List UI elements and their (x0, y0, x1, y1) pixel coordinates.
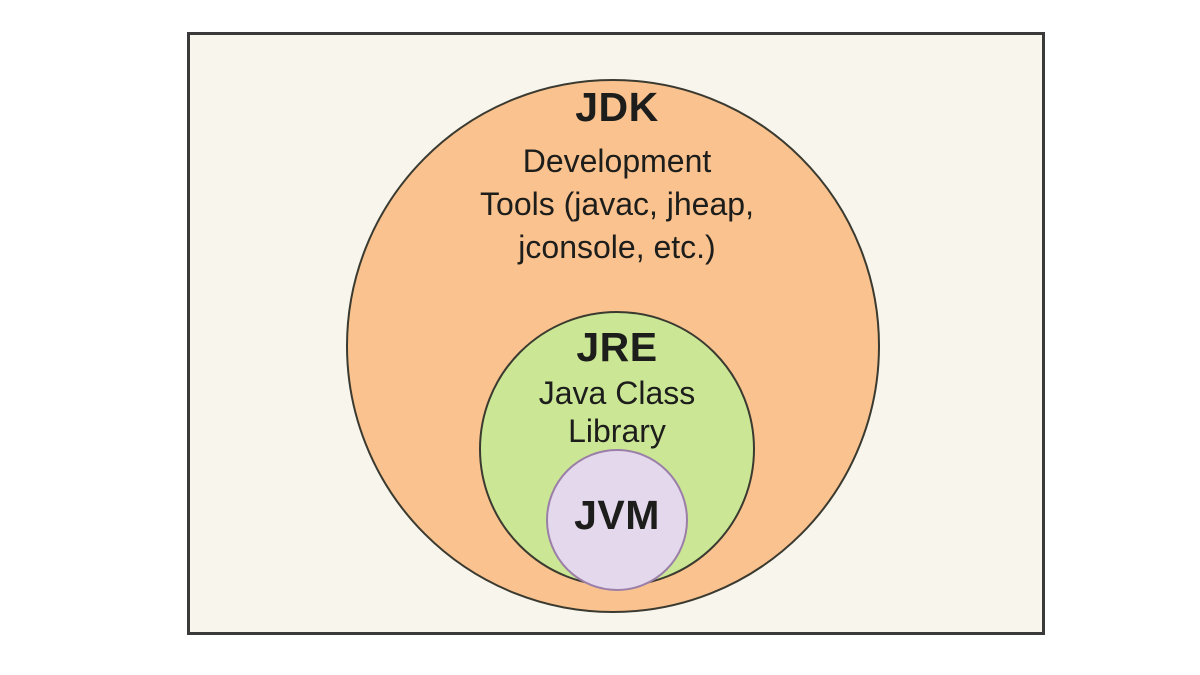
jre-description: Java Class Library (539, 374, 696, 450)
jre-label: JRE (576, 324, 658, 370)
jdk-description-line: Tools (javac, jheap, (480, 186, 754, 222)
jdk-description: Development Tools (javac, jheap, jconsol… (480, 140, 754, 269)
jvm-label: JVM (574, 492, 660, 538)
jre-description-line: Java Class (538, 375, 696, 411)
jvm-circle (546, 449, 688, 591)
jdk-description-line: jconsole, etc.) (518, 229, 716, 265)
jre-description-line: Library (568, 413, 666, 449)
jdk-label: JDK (575, 84, 659, 130)
jdk-description-line: Development (522, 143, 712, 179)
